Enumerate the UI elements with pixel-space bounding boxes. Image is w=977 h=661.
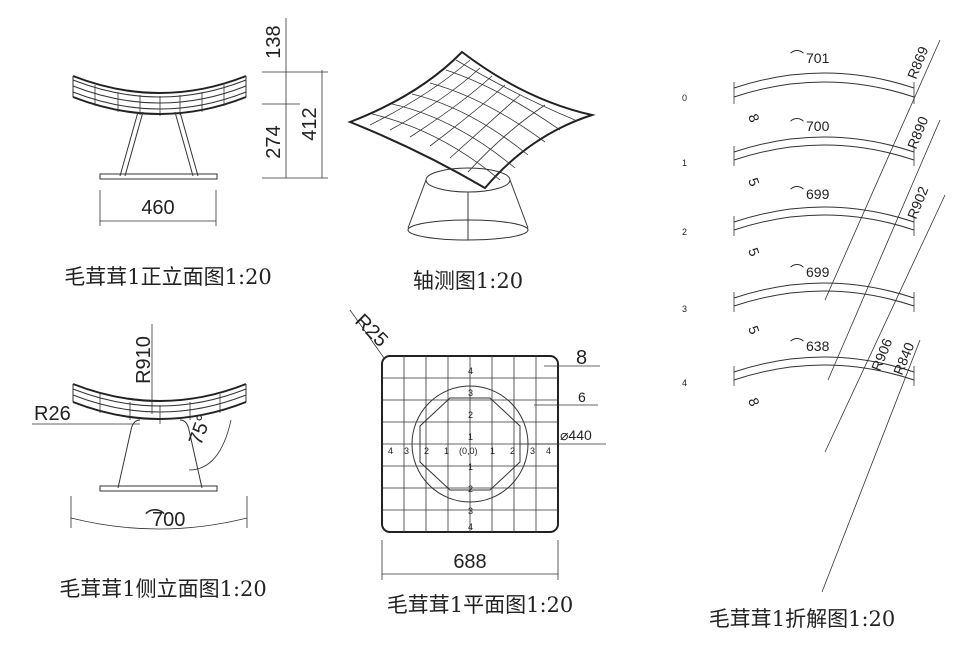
exploded-row-1: 1 ⌒ 700 R890 5 <box>682 114 931 189</box>
front-view: 460 138 274 412 毛茸茸1正立面图1:20 <box>64 18 328 289</box>
svg-text:4: 4 <box>388 446 393 456</box>
svg-text:⌒: ⌒ <box>790 185 804 201</box>
svg-text:5: 5 <box>745 176 763 189</box>
row-index: 0 <box>682 93 687 103</box>
corner-leader <box>349 309 385 359</box>
svg-text:(0,0): (0,0) <box>459 446 478 456</box>
svg-text:3: 3 <box>468 506 473 516</box>
svg-text:⌒: ⌒ <box>790 49 804 65</box>
exploded-view: 0 ⌒ 701 R869 8 1 ⌒ 700 R890 5 2 ⌒ 699 R9… <box>682 39 946 631</box>
front-h-total-label: 412 <box>299 107 321 140</box>
side-leg-left <box>117 419 141 489</box>
front-h-top-label: 138 <box>263 25 285 58</box>
svg-text:5: 5 <box>745 324 763 337</box>
svg-text:3: 3 <box>530 446 535 456</box>
side-seat-top <box>72 383 247 402</box>
side-leg-right <box>179 419 203 489</box>
svg-text:2: 2 <box>468 484 473 494</box>
svg-text:⌒: ⌒ <box>790 337 804 353</box>
row-index: 4 <box>682 378 687 388</box>
side-fillet-label: R26 <box>34 403 71 425</box>
side-view: R910 R26 75° ⌒ 700 毛茸茸1侧立面图1:20 <box>32 324 267 601</box>
svg-text:R890: R890 <box>904 114 931 151</box>
exploded-row-2: 2 ⌒ 699 R902 5 <box>682 184 931 259</box>
front-width-label: 460 <box>141 197 174 219</box>
svg-text:699: 699 <box>806 264 830 280</box>
svg-text:638: 638 <box>806 338 830 354</box>
side-arc-symbol: ⌒ <box>145 508 165 531</box>
leg-right-inner <box>174 111 194 177</box>
plan-view-caption: 毛茸茸1平面图1:20 <box>387 593 574 617</box>
angle-arc <box>188 419 232 471</box>
exploded-row-0: 0 ⌒ 701 R869 8 <box>682 44 931 125</box>
row-index: 1 <box>682 158 687 168</box>
svg-text:R869: R869 <box>904 44 931 81</box>
plan-dim8-label: 8 <box>576 347 587 369</box>
leg-left <box>119 111 139 177</box>
front-h-base-label: 274 <box>263 125 285 158</box>
plan-view: R25 8 6 ⌀440 688 4 3 2 1 (0,0) 1 2 3 4 4… <box>349 309 606 617</box>
svg-text:⌒: ⌒ <box>790 117 804 133</box>
row-index: 2 <box>682 227 687 237</box>
iso-seat-outline <box>347 50 596 190</box>
svg-text:8: 8 <box>745 396 763 409</box>
iso-seat-grid <box>369 59 576 181</box>
side-base <box>99 485 218 492</box>
exploded-row-3: 3 ⌒ 699 5 <box>682 263 915 337</box>
seat-bottom-curve <box>72 96 247 115</box>
exploded-row-4: 4 ⌒ 638 R906 8 <box>682 336 915 409</box>
plan-diameter-label: ⌀440 <box>560 427 592 443</box>
side-arc-label: 700 <box>152 509 185 531</box>
row-index: 3 <box>682 304 687 314</box>
svg-text:699: 699 <box>806 186 830 202</box>
iso-leg-1 <box>407 179 427 229</box>
plan-width-label: 688 <box>453 551 486 573</box>
plan-inner-octagon <box>419 397 521 491</box>
svg-text:1: 1 <box>444 446 449 456</box>
svg-text:2: 2 <box>510 446 515 456</box>
exploded-view-caption: 毛茸茸1折解图1:20 <box>709 607 896 631</box>
svg-text:8: 8 <box>745 112 763 125</box>
side-radius-label: R910 <box>133 336 155 384</box>
svg-text:2: 2 <box>468 410 473 420</box>
radius-line-2 <box>827 119 941 381</box>
leg-right <box>179 111 199 177</box>
iso-view-caption: 轴测图1:20 <box>413 269 523 293</box>
svg-text:R902: R902 <box>904 184 931 221</box>
iso-view: 轴测图1:20 <box>347 50 596 293</box>
seat-ribs <box>94 85 225 116</box>
plan-dim6-label: 6 <box>578 389 586 405</box>
svg-text:2: 2 <box>424 446 429 456</box>
radius-line-1 <box>824 39 941 301</box>
plan-axis-x: 4 3 2 1 (0,0) 1 2 3 4 <box>388 446 551 456</box>
svg-text:4: 4 <box>468 366 473 376</box>
svg-text:1: 1 <box>490 446 495 456</box>
radius-line-4 <box>821 339 921 593</box>
base-ring <box>99 173 218 180</box>
plan-grid <box>382 356 558 532</box>
svg-text:1: 1 <box>468 462 473 472</box>
svg-text:701: 701 <box>806 50 830 66</box>
svg-text:⌒: ⌒ <box>790 263 804 279</box>
iso-leg-2 <box>509 179 529 229</box>
plan-axis-y: 4 3 2 1 1 2 3 4 <box>468 366 473 532</box>
plan-corner-label: R25 <box>350 310 392 352</box>
svg-text:5: 5 <box>745 246 763 259</box>
svg-text:4: 4 <box>546 446 551 456</box>
svg-text:3: 3 <box>468 388 473 398</box>
svg-text:700: 700 <box>806 118 830 134</box>
radius-line-3 <box>824 194 946 453</box>
leg-left-inner <box>124 111 144 177</box>
svg-text:3: 3 <box>404 446 409 456</box>
seat-top-curve <box>72 75 247 94</box>
side-arc-dim <box>70 517 248 530</box>
front-view-caption: 毛茸茸1正立面图1:20 <box>64 265 272 289</box>
svg-text:1: 1 <box>468 432 473 442</box>
side-view-caption: 毛茸茸1侧立面图1:20 <box>59 577 267 601</box>
svg-text:4: 4 <box>468 522 473 532</box>
